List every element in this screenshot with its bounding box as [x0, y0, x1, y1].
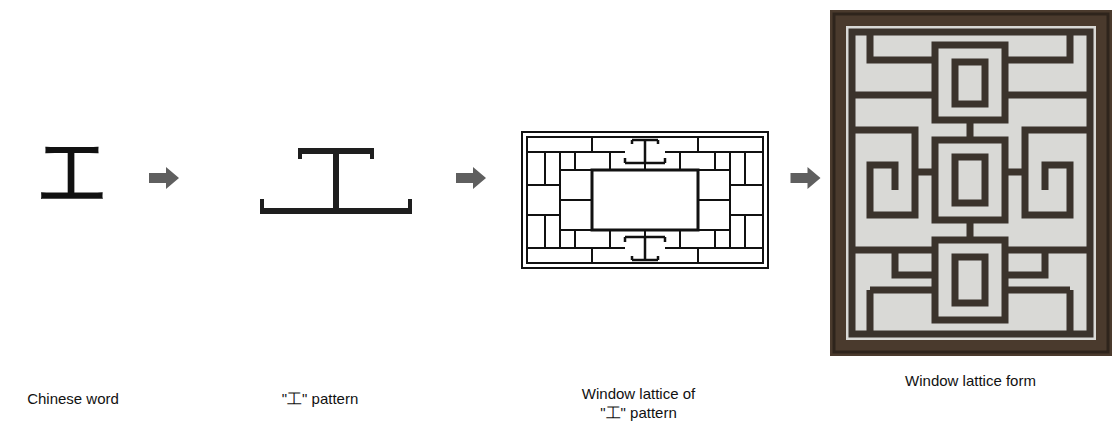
stage-lattice-photo: Window lattice form — [826, 5, 1115, 428]
flow-arrow — [456, 167, 486, 189]
lattice-photo — [830, 10, 1112, 356]
stage-caption: Chinese word — [8, 390, 138, 409]
stage-lattice-drawing: Window lattice of "工" pattern — [492, 125, 785, 428]
gong-pattern — [260, 148, 412, 214]
stage-pattern: "工" pattern — [190, 130, 450, 428]
stage-caption: Window lattice of "工" pattern — [576, 385, 701, 423]
chinese-character: 工 — [8, 140, 138, 210]
stage-caption: Window lattice form — [826, 372, 1115, 391]
flow-arrow — [791, 167, 821, 189]
lattice-drawing — [522, 132, 768, 268]
flow-arrow — [149, 167, 179, 189]
stage-character: 工 Chinese word — [8, 130, 138, 428]
stage-caption: "工" pattern — [190, 390, 450, 409]
